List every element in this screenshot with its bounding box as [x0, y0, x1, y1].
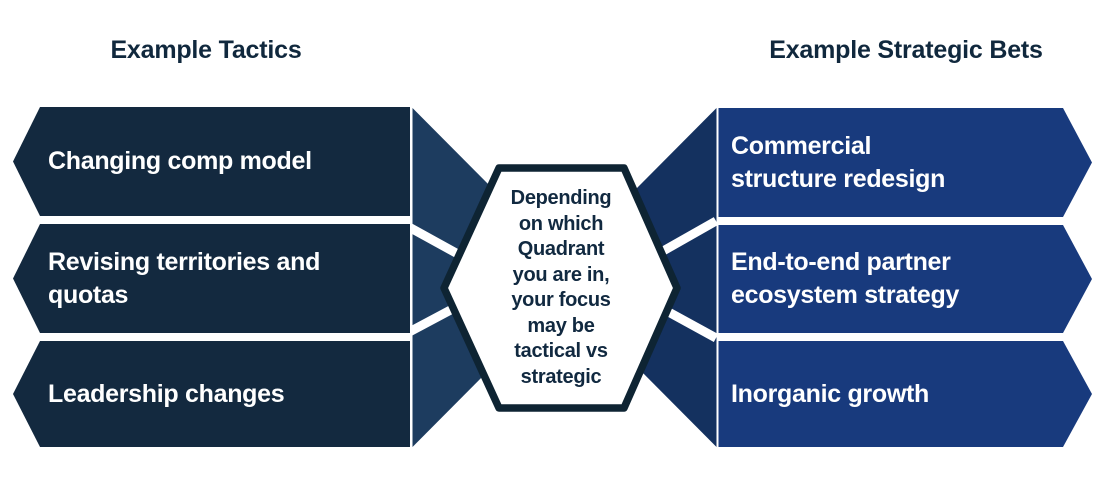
- center-hexagon: [440, 164, 681, 412]
- tactic-label-2: Revising territories and quotas: [48, 247, 321, 309]
- bet-label-2: End-to-end partner ecosystem strategy: [731, 248, 960, 309]
- tactic-ribbon-2: [13, 224, 410, 333]
- tactic-label-3: Leadership changes: [48, 379, 285, 408]
- center-hexagon-text: Depending on which Quadrant you are in, …: [510, 187, 612, 388]
- bet-label-3: Inorganic growth: [731, 379, 929, 408]
- tactic-label-1: Changing comp model: [48, 147, 312, 175]
- tactic-ribbon-3: [13, 341, 410, 447]
- bet-ribbon-3: [718, 341, 1092, 447]
- bet-label-1: Commercial structure redesign: [731, 131, 946, 193]
- right-column-title: Example Strategic Bets: [769, 36, 1043, 64]
- bet-ribbon-1: [718, 108, 1092, 217]
- bet-ribbon-2: [718, 225, 1092, 333]
- left-column-title: Example Tactics: [110, 36, 302, 64]
- tactic-ribbon-1: [13, 107, 410, 216]
